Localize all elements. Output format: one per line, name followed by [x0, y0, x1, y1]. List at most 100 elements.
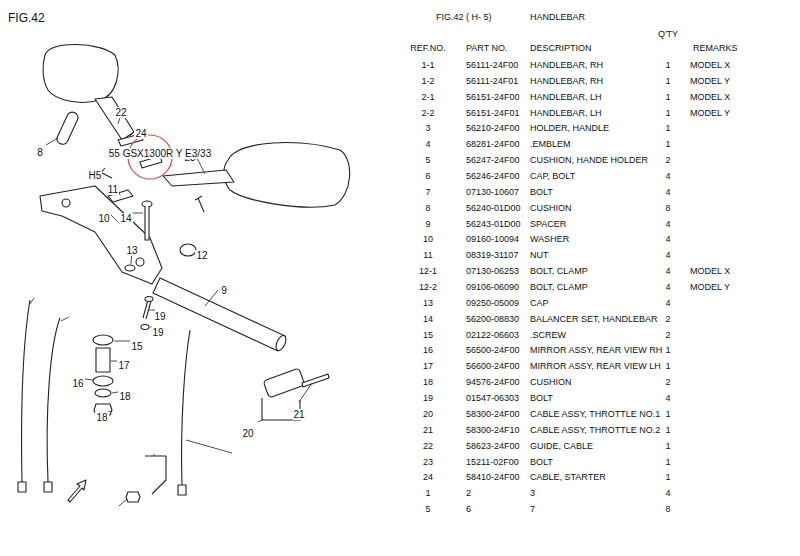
- table-text: 56151-24F00: [466, 92, 520, 102]
- label-wrap: 1: [665, 102, 670, 120]
- label-wrap: BOLT, CLAMP: [530, 260, 588, 278]
- label-wrap: 22: [114, 102, 127, 120]
- label-wrap: 2-2: [421, 102, 434, 120]
- leader-line: [119, 499, 127, 506]
- label-wrap: 1: [665, 435, 670, 453]
- label-wrap: 13: [423, 292, 433, 310]
- table-text: CUSHION: [530, 377, 572, 387]
- callout-number: 21: [292, 409, 305, 420]
- table-text: 68281-24F00: [466, 139, 520, 149]
- leader-line: [258, 420, 262, 422]
- table-text: 09106-06090: [466, 282, 519, 292]
- label-wrap: 4: [665, 276, 670, 294]
- table-text: 56500-24F00: [466, 345, 520, 355]
- table-text: BALANCER SET, HANDLEBAR: [530, 314, 658, 324]
- label-wrap: 15: [130, 336, 143, 354]
- label-wrap: BALANCER SET, HANDLEBAR: [530, 308, 658, 326]
- table-text: 56111-24F01: [466, 76, 518, 86]
- table-text: 58300-24F00: [466, 409, 520, 419]
- callout-number: 9: [220, 285, 228, 296]
- table-text: 1: [425, 488, 430, 498]
- label-wrap: 01547-06303: [466, 387, 519, 405]
- table-text: 56600-24F00: [466, 361, 520, 371]
- label-wrap: 19: [151, 322, 164, 340]
- label-wrap: WASHER: [530, 228, 569, 246]
- label-wrap: MODEL Y: [690, 102, 730, 120]
- table-text: 1: [665, 108, 670, 118]
- label-wrap: 56111-24F00: [466, 54, 518, 72]
- mirror-rh: [43, 44, 118, 102]
- label-wrap: PART NO.: [466, 37, 508, 55]
- callout-number: 17: [117, 360, 130, 371]
- label-wrap: HANDLEBAR, LH: [530, 86, 602, 104]
- label-wrap: 02122-06603: [466, 324, 519, 342]
- leader-line: [299, 383, 312, 402]
- table-text: 07130-10607: [466, 187, 519, 197]
- table-text: BOLT, CLAMP: [530, 266, 588, 276]
- table-text: 56246-24F00: [466, 171, 520, 181]
- label-wrap: 56247-24F00: [466, 149, 520, 167]
- table-text: 4: [665, 234, 670, 244]
- table-text: 5: [425, 504, 430, 514]
- table-text: CAP, BOLT: [530, 171, 575, 181]
- label-wrap: 10: [423, 228, 433, 246]
- callout-number: 22: [114, 107, 127, 118]
- table-text: FIG.42: [8, 11, 45, 25]
- callout-number: 18: [118, 391, 131, 402]
- label-wrap: 9: [425, 213, 430, 231]
- table-text: HANDLEBAR, RH: [530, 60, 603, 70]
- label-wrap: 4: [665, 244, 670, 262]
- label-wrap: 4: [665, 292, 670, 310]
- label-wrap: BOLT: [530, 451, 553, 469]
- table-text: 2: [665, 314, 670, 324]
- table-text: 12-1: [419, 266, 437, 276]
- table-text: 4: [665, 266, 670, 276]
- table-text: SPACER: [530, 219, 566, 229]
- label-wrap: HANDLEBAR, RH: [530, 54, 603, 72]
- table-text: 1-1: [421, 60, 434, 70]
- table-text: 5: [425, 155, 430, 165]
- cable-guide: [145, 456, 166, 494]
- label-wrap: 58300-24F10: [466, 419, 520, 437]
- label-wrap: 07130-06253: [466, 260, 519, 278]
- table-text: 01547-06303: [466, 393, 519, 403]
- cap: [141, 325, 149, 330]
- callout-number: 11: [107, 184, 119, 195]
- table-text: 1: [665, 345, 670, 355]
- label-wrap: REMARKS: [693, 37, 738, 55]
- table-text: 1: [665, 361, 670, 371]
- label-wrap: 14: [423, 308, 433, 326]
- table-text: 7: [530, 504, 535, 514]
- table-text: 4: [425, 139, 430, 149]
- table-text: 3: [530, 488, 535, 498]
- label-wrap: CAP: [530, 292, 549, 310]
- label-wrap: CABLE ASSY, THROTTLE NO.1: [530, 403, 660, 421]
- label-wrap: CUSHION: [530, 371, 572, 389]
- table-text: 08319-31107: [466, 250, 518, 260]
- label-wrap: 2: [665, 308, 670, 326]
- leader-line: [114, 341, 130, 342]
- label-wrap: FIG.42 ( H- 5): [436, 6, 492, 24]
- cushion: [93, 335, 113, 345]
- table-text: 56240-01D00: [466, 203, 521, 213]
- bolt-shaft: [145, 206, 149, 240]
- label-wrap: 18: [95, 407, 108, 425]
- table-text: 58410-24F00: [466, 472, 520, 482]
- label-wrap: 1: [665, 54, 670, 72]
- label-wrap: 08319-31107: [466, 244, 518, 262]
- leader-line: [61, 317, 69, 321]
- label-wrap: 56151-24F01: [466, 102, 520, 120]
- table-text: 56210-24F00: [466, 123, 520, 133]
- label-wrap: Q'TY: [658, 23, 678, 41]
- clamp-bolt: [143, 300, 151, 319]
- table-text: 9: [425, 219, 430, 229]
- label-wrap: 58410-24F00: [466, 466, 520, 484]
- label-wrap: BOLT: [530, 387, 553, 405]
- table-text: 2: [665, 330, 670, 340]
- label-wrap: HOLDER, HANDLE: [530, 117, 609, 135]
- label-wrap: 12-1: [419, 260, 437, 278]
- table-text: HANDLEBAR, LH: [530, 92, 602, 102]
- grip: [55, 110, 79, 145]
- label-wrap: MODEL Y: [690, 70, 730, 88]
- callout-number: 12: [195, 250, 208, 261]
